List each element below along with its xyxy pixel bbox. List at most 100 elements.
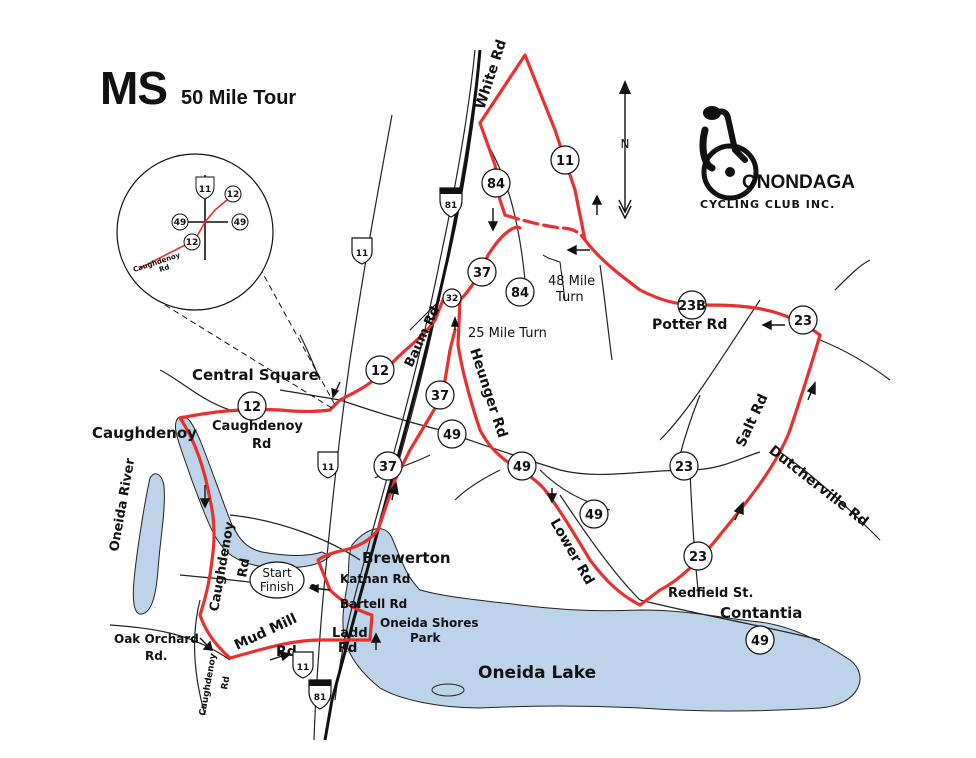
route-shield-84-a: 84	[481, 168, 511, 198]
logo-sub: CYCLING CLUB INC.	[700, 198, 835, 211]
svg-text:11: 11	[322, 463, 335, 473]
svg-text:11: 11	[356, 249, 369, 259]
svg-text:11: 11	[556, 154, 574, 169]
label-48-turn: Turn	[555, 290, 584, 305]
route-shield-37-b: 37	[425, 380, 455, 410]
route-shield-49-c: 49	[579, 499, 609, 529]
label-potter-rd: Potter Rd	[652, 317, 727, 333]
svg-text:12: 12	[371, 364, 389, 379]
route-shield-49-b: 49	[507, 451, 537, 481]
label-25-mile-turn: 25 Mile Turn	[468, 326, 547, 341]
label-contantia: Contantia	[720, 604, 802, 622]
label-bartell-rd: Bartell Rd	[340, 597, 407, 611]
route-shield-12-b: 12	[237, 391, 267, 421]
title-main: MS	[100, 62, 167, 114]
route-shield-12-a: 12	[365, 355, 395, 385]
svg-text:37: 37	[379, 460, 397, 475]
svg-text:11: 11	[297, 663, 310, 673]
route-shield-11: 11	[550, 145, 580, 175]
svg-text:49: 49	[234, 218, 247, 228]
svg-text:12: 12	[243, 400, 261, 415]
interstate-81-shield-top: 81	[439, 187, 463, 218]
route-shield-37-a: 37	[467, 257, 497, 287]
route-shield-23-b: 23	[669, 451, 699, 481]
oneida-lake	[342, 528, 861, 712]
route-shield-23-c: 23	[683, 541, 713, 571]
us11-shield-b: 11	[317, 451, 339, 479]
svg-text:49: 49	[174, 218, 187, 228]
route-shield-49-a: 49	[437, 419, 467, 449]
label-caughdenoy-rd-top-2: Rd	[252, 437, 271, 452]
label-brewerton: Brewerton	[362, 549, 451, 567]
label-central-square: Central Square	[192, 366, 319, 384]
inset-us11-shield: 11	[195, 176, 215, 200]
label-caughdenoy-rd-left-2: Rd	[235, 557, 253, 579]
label-oak-orchard: Oak Orchard	[114, 632, 199, 646]
lake-island	[431, 683, 465, 697]
svg-text:81: 81	[314, 693, 327, 703]
oneida-river-left	[132, 473, 165, 615]
svg-text:37: 37	[431, 389, 449, 404]
label-redfield-st: Redfield St.	[668, 586, 753, 601]
svg-text:37: 37	[473, 266, 491, 281]
route-shield-23-a: 23	[788, 305, 818, 335]
svg-text:49: 49	[443, 428, 461, 443]
svg-text:23: 23	[689, 550, 707, 565]
label-48-mile: 48 Mile	[548, 274, 595, 289]
compass-label: N	[621, 137, 630, 151]
inset-road-label-2: Rd	[158, 263, 170, 274]
compass: N	[618, 80, 632, 220]
title-sub: 50 Mile Tour	[181, 87, 296, 109]
inset-route49-left-shield: 49	[171, 213, 189, 231]
label-oak-orchard-rd: Rd.	[145, 649, 167, 663]
label-ladd-rd: Rd	[338, 641, 357, 656]
route-shield-23b: 23B	[677, 290, 707, 320]
route-shield-49-d: 49	[745, 625, 775, 655]
us11-shield-a: 11	[351, 237, 373, 265]
label-oneida-shores-park: Park	[410, 631, 441, 645]
svg-text:12: 12	[186, 238, 199, 248]
svg-text:49: 49	[585, 508, 603, 523]
inset-connector	[164, 249, 336, 411]
inset-route12-bottom-shield: 12	[183, 233, 201, 251]
svg-text:81: 81	[445, 201, 458, 211]
label-caughdenoy-rd-small: Caughdenoy	[198, 653, 219, 717]
leader-lines	[542, 254, 566, 301]
svg-text:49: 49	[513, 460, 531, 475]
inset-route12-shield: 12	[224, 185, 242, 203]
svg-text:84: 84	[487, 177, 505, 192]
svg-text:23: 23	[794, 314, 812, 329]
label-finish: Finish	[260, 580, 294, 594]
label-heunger-rd: Heunger Rd	[466, 346, 510, 440]
logo-name: ONONDAGA	[742, 172, 855, 193]
label-ladd: Ladd	[332, 626, 368, 641]
svg-text:12: 12	[227, 190, 240, 200]
direction-arrows	[199, 194, 816, 662]
label-kathan-rd: Kathan Rd	[340, 572, 410, 586]
label-oneida-shores: Oneida Shores	[380, 616, 479, 630]
start-finish-marker: Start Finish	[249, 561, 316, 599]
label-dutcherville-rd: Dutcherville Rd	[766, 443, 872, 530]
svg-text:32: 32	[446, 294, 459, 304]
label-oneida-lake: Oneida Lake	[478, 663, 596, 683]
interstate-81	[323, 49, 482, 741]
inset-route49-right-shield: 49	[231, 213, 249, 231]
club-logo: ONONDAGA CYCLING CLUB INC.	[699, 106, 855, 211]
route-shield-32: 32	[442, 288, 462, 308]
label-salt-rd: Salt Rd	[733, 392, 771, 450]
route-shield-37-c: 37	[373, 451, 403, 481]
label-oneida-river: Oneida River	[107, 457, 138, 553]
us11-shield-c: 11	[292, 651, 314, 679]
svg-text:23B: 23B	[678, 299, 706, 314]
route-shield-84-b: 84	[505, 277, 535, 307]
svg-text:11: 11	[199, 185, 212, 195]
intersection-inset: 11 12 49 49 12 Caughdenoy Rd	[116, 153, 274, 311]
svg-text:23: 23	[675, 460, 693, 475]
label-caughdenoy-rd-top: Caughdenoy	[212, 419, 303, 434]
label-caughdenoy: Caughdenoy	[92, 424, 197, 442]
svg-text:84: 84	[511, 286, 529, 301]
interstate-81-shield-bottom: 81	[308, 679, 332, 710]
svg-text:49: 49	[751, 634, 769, 649]
label-caughdenoy-rd-small-2: Rd	[220, 676, 232, 691]
